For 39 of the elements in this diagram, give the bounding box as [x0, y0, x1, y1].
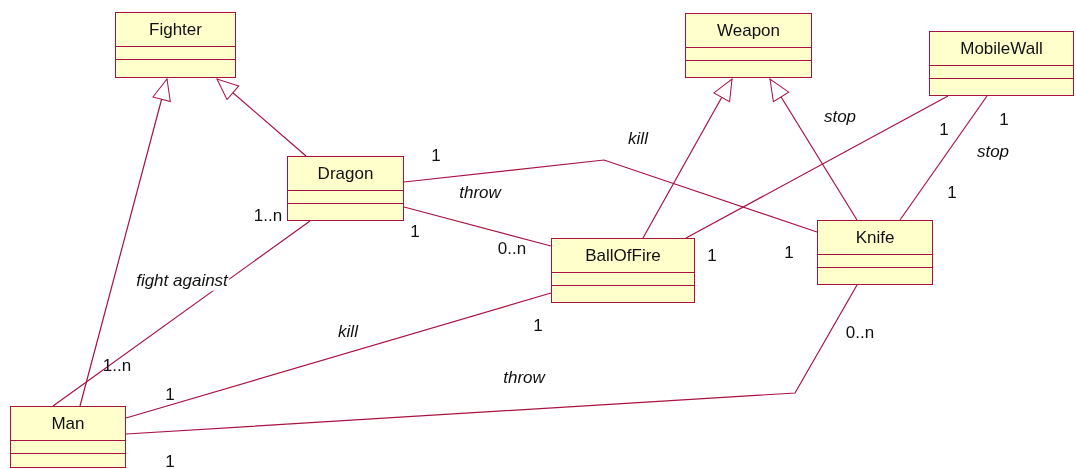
association-line	[52, 220, 311, 407]
class-box	[551, 238, 695, 303]
class-box	[115, 12, 236, 78]
association-line	[125, 292, 552, 419]
association-line	[685, 95, 949, 239]
class-name: BallOfFire	[585, 245, 661, 266]
multiplicity-label: 1	[165, 385, 175, 405]
multiplicity-label: 1	[410, 222, 420, 242]
class-name: Man	[51, 413, 85, 434]
multiplicity-label: 1	[431, 146, 441, 166]
multiplicity-label: 1	[939, 120, 949, 140]
multiplicity-label: 0..n	[497, 239, 527, 259]
generalization-arrow	[769, 78, 858, 221]
multiplicity-label: 1	[784, 243, 794, 263]
class-name: MobileWall	[960, 38, 1043, 59]
multiplicity-label: 1	[707, 246, 717, 266]
class-name: Knife	[855, 227, 895, 248]
edge-label: fight against	[135, 271, 229, 291]
generalization-arrow	[216, 78, 307, 157]
class-name: Fighter	[149, 19, 202, 40]
class-box	[685, 13, 812, 78]
class-box	[929, 31, 1074, 96]
association-line	[403, 159, 818, 233]
multiplicity-label: 0..n	[845, 323, 875, 343]
association-line	[125, 284, 858, 435]
association-line	[899, 95, 988, 221]
class-box	[287, 156, 404, 221]
multiplicity-label: 1	[947, 183, 957, 203]
multiplicity-label: 1..n	[253, 206, 283, 226]
multiplicity-label: 1	[533, 316, 543, 336]
generalization-arrow	[79, 78, 171, 407]
generalization-arrow	[642, 78, 733, 239]
association-line	[403, 206, 552, 247]
class-name: Weapon	[717, 20, 780, 41]
class-name: Dragon	[317, 163, 374, 184]
multiplicity-label: 1	[999, 110, 1009, 130]
multiplicity-label: 1	[165, 452, 175, 469]
class-box	[817, 220, 933, 285]
class-box	[10, 406, 126, 468]
